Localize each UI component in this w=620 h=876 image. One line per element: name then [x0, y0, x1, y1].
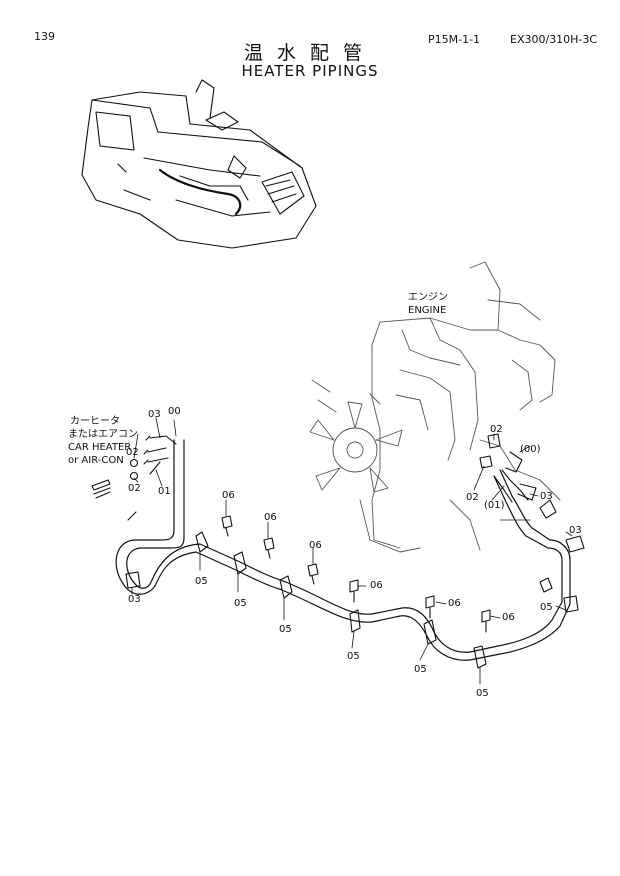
callout-03-c: 03	[569, 525, 582, 536]
model-code: EX300/310H-3C	[510, 33, 598, 46]
figure-code: P15M-1-1	[428, 33, 481, 46]
callout-05-e: 05	[414, 664, 427, 675]
car-heater-label-jp-1: カーヒータ	[70, 416, 120, 427]
callout-01-a: 01	[158, 486, 171, 497]
hose-clamps	[125, 531, 579, 669]
car-heater-hose-ends	[91, 435, 177, 521]
callout-03-b: 03	[540, 491, 553, 502]
engine-side-fittings	[479, 433, 585, 553]
callout-00-top: 00	[168, 406, 181, 417]
heater-hose-main	[115, 439, 571, 661]
car-heater-label-en-1: CAR HEATER	[68, 442, 132, 453]
callout-02-a: 02	[126, 447, 139, 458]
callout-02-c: 02	[490, 424, 503, 435]
callout-06-a: 06	[222, 490, 235, 501]
engine-label-en: ENGINE	[408, 305, 447, 316]
callout-05-d: 05	[347, 651, 360, 662]
title-japanese: 温水配管	[243, 42, 376, 64]
car-heater-label-jp-2: またはエアコン	[68, 429, 138, 440]
leader-lines	[131, 417, 573, 685]
car-heater-label-en-2: or AIR-CON	[68, 455, 124, 466]
callout-02-b: 02	[128, 483, 141, 494]
callout-03-top: 03	[148, 409, 161, 420]
callout-06-c: 06	[309, 540, 322, 551]
title-english: HEATER PIPINGS	[241, 62, 379, 80]
callout-06-e: 06	[448, 598, 461, 609]
callout-05-g: 05	[540, 602, 553, 613]
clamp-bolts	[221, 515, 553, 633]
callout-05-a: 05	[195, 576, 208, 587]
callout-06-d: 06	[370, 580, 383, 591]
callout-05-f: 05	[476, 688, 489, 699]
callout-05-c: 05	[279, 624, 292, 635]
callout-03-left: 03	[128, 594, 141, 605]
page-number: 139	[34, 30, 55, 43]
callout-06-f: 06	[502, 612, 515, 623]
excavator-overview-illustration	[81, 79, 317, 249]
callout-06-b: 06	[264, 512, 277, 523]
callout-05-b: 05	[234, 598, 247, 609]
callout-02-d: 02	[466, 492, 479, 503]
engine-label-jp: エンジン	[408, 292, 448, 303]
callout-00-paren: (00)	[520, 444, 541, 455]
callout-01-paren: (01)	[484, 500, 505, 511]
